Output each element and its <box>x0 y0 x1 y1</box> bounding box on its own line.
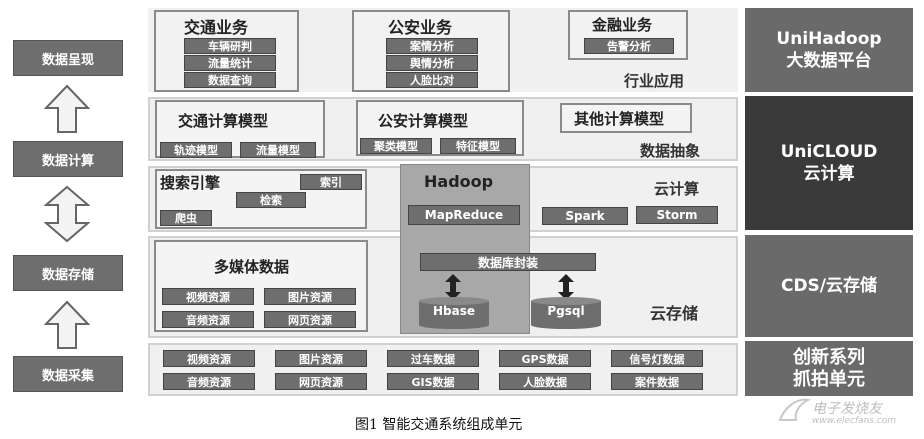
layer-label-storage: 云存储 <box>650 304 699 323</box>
finance-item: 告警分析 <box>584 38 674 54</box>
collect-item: 网页资源 <box>275 373 367 390</box>
unihadoop-line1: UniHadoop <box>776 29 882 49</box>
watermark-logo-icon <box>778 398 811 421</box>
traffic-model-title: 交通计算模型 <box>178 112 269 130</box>
search-item: 索引 <box>300 174 362 190</box>
figure-caption: 图1 智能交通系统组成单元 <box>355 417 523 433</box>
database-cylinder-icon <box>419 297 489 329</box>
hbase-label: Hbase <box>432 304 475 318</box>
multimedia-item: 网页资源 <box>264 311 356 328</box>
other-model-title: 其他计算模型 <box>574 110 665 128</box>
police-model-item: 聚类模型 <box>360 138 432 154</box>
right-block-capture: 创新系列 抓拍单元 <box>745 341 913 396</box>
police-item: 人脸比对 <box>386 72 478 88</box>
search-item: 检索 <box>236 192 306 208</box>
collect-item: 音频资源 <box>163 373 255 390</box>
police-business-title: 公安业务 <box>388 18 453 37</box>
finance-business-title: 金融业务 <box>592 16 653 34</box>
traffic-model-item: 轨迹模型 <box>160 142 232 158</box>
layer-label-app: 行业应用 <box>624 72 685 90</box>
right-block-unicloud: UniCLOUD 云计算 <box>745 96 913 230</box>
unicloud-line1: UniCLOUD <box>780 142 878 162</box>
traffic-item: 车辆研判 <box>184 38 276 54</box>
collect-item: 过车数据 <box>387 350 479 367</box>
pgsql-label: Pgsql <box>547 304 585 318</box>
watermark-url: www.elecfans.com <box>812 416 897 426</box>
up-arrow-icon <box>44 84 90 133</box>
watermark-text: 电子发烧友 <box>812 401 882 417</box>
cds-label: CDS/云存储 <box>780 276 878 296</box>
spark-tag: Spark <box>542 207 628 225</box>
storm-tag: Storm <box>636 206 718 224</box>
traffic-business-title: 交通业务 <box>184 18 249 37</box>
multimedia-item: 视频资源 <box>162 288 254 305</box>
multimedia-title: 多媒体数据 <box>214 258 290 276</box>
collect-item: 案件数据 <box>611 373 703 390</box>
left-label-collection: 数据采集 <box>13 356 123 392</box>
hadoop-title: Hadoop <box>424 172 494 191</box>
unicloud-line2: 云计算 <box>803 164 855 184</box>
left-label-presentation: 数据呈现 <box>13 40 123 76</box>
collect-item: GIS数据 <box>387 373 479 390</box>
collect-item: 人脸数据 <box>499 373 591 390</box>
left-label-storage: 数据存储 <box>13 255 123 291</box>
unihadoop-line2: 大数据平台 <box>786 51 872 71</box>
collect-item: 图片资源 <box>275 350 367 367</box>
collect-item: 视频资源 <box>163 350 255 367</box>
database-cylinder-icon <box>531 297 601 329</box>
traffic-model-item: 流量模型 <box>240 142 316 158</box>
police-model-item: 特征模型 <box>440 138 516 154</box>
search-engine-title: 搜索引擎 <box>160 174 221 192</box>
police-model-title: 公安计算模型 <box>378 112 469 130</box>
multimedia-item: 音频资源 <box>162 311 254 328</box>
collect-item: GPS数据 <box>499 350 591 367</box>
left-label-compute: 数据计算 <box>13 141 123 177</box>
double-arrow-icon <box>445 274 461 300</box>
layer-label-cloud: 云计算 <box>654 180 700 198</box>
double-arrow-icon <box>558 274 574 300</box>
other-model-box <box>560 103 692 133</box>
collect-item: 信号灯数据 <box>611 350 703 367</box>
traffic-item: 流量统计 <box>184 55 276 71</box>
traffic-item: 数据查询 <box>184 72 276 88</box>
police-item: 舆情分析 <box>386 55 478 71</box>
search-item: 爬虫 <box>160 210 212 226</box>
layer-label-model: 数据抽象 <box>640 142 701 160</box>
database-wrap-tag: 数据库封装 <box>420 253 596 271</box>
multimedia-item: 图片资源 <box>264 288 356 305</box>
right-block-unihadoop: UniHadoop 大数据平台 <box>745 8 913 92</box>
mapreduce-tag: MapReduce <box>408 205 520 225</box>
police-item: 案情分析 <box>386 38 478 54</box>
capture-line1: 创新系列 <box>793 346 865 368</box>
up-arrow-icon <box>44 300 90 349</box>
updown-arrow-icon <box>44 185 90 243</box>
right-block-cds: CDS/云存储 <box>745 235 913 337</box>
capture-line2: 抓拍单元 <box>793 368 865 390</box>
